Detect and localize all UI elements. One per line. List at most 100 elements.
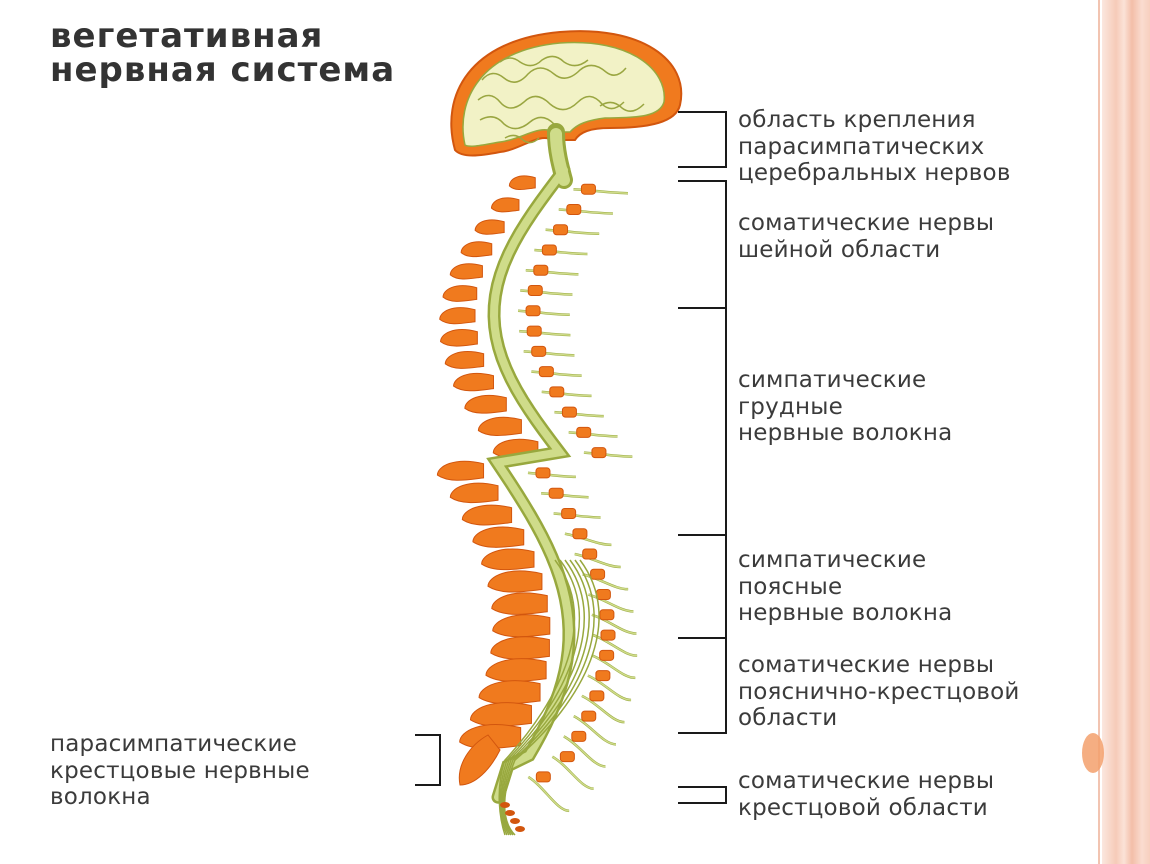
nerve-root-highlight <box>588 593 634 613</box>
ganglion <box>526 325 542 337</box>
brackets-right <box>678 111 727 804</box>
vertebra <box>464 394 507 414</box>
nerve-root-highlight <box>573 188 628 194</box>
nerve-root-highlight <box>581 695 625 723</box>
nerve-root-highlight <box>573 715 617 746</box>
ganglion <box>535 467 551 479</box>
nerve-root-highlight <box>563 735 606 768</box>
vertebra <box>490 636 550 660</box>
ganglion <box>538 366 554 378</box>
ganglion <box>580 183 596 195</box>
ganglion <box>561 507 577 519</box>
ganglion <box>541 244 557 256</box>
vertebra <box>490 197 520 213</box>
ganglion <box>599 649 615 661</box>
ganglion <box>566 203 582 215</box>
ganglion <box>531 345 547 357</box>
vertebra <box>474 219 505 235</box>
vertebrae <box>436 175 551 786</box>
vertebra <box>461 504 513 526</box>
nerve-root-highlight <box>545 228 600 235</box>
coccyx-dot <box>505 810 515 816</box>
vertebra <box>440 329 478 347</box>
bracket-right <box>678 534 727 639</box>
nerve-root-highlight <box>583 451 633 458</box>
ganglion <box>527 285 543 297</box>
ganglion <box>595 670 611 682</box>
bracket-right <box>678 307 727 536</box>
slide-frame-line <box>1098 0 1100 864</box>
vertebra <box>485 658 547 682</box>
nerve-root-highlight <box>517 310 570 316</box>
cauda-equina-strand <box>498 559 576 836</box>
vertebra <box>469 702 532 727</box>
nerve-root-highlight <box>523 350 575 357</box>
brainstem-core <box>550 128 570 186</box>
ganglion <box>589 690 605 702</box>
vertebra <box>453 372 494 392</box>
ganglion <box>525 305 541 317</box>
ganglion <box>595 589 611 601</box>
nerve-root-highlight <box>591 614 637 635</box>
label-lumbar-sympathetic: симпатические поясные нервные волокна <box>738 547 953 626</box>
title-line-1: вегетативная <box>50 16 324 56</box>
ganglion <box>535 771 551 783</box>
ganglion <box>571 730 587 742</box>
nerve-root-highlight <box>527 472 576 478</box>
bracket-right <box>678 637 727 734</box>
spine-illustration <box>436 123 638 836</box>
label-sacral-parasympathetic: парасимпатические крестцовые нервные вол… <box>50 731 310 810</box>
nerve-root-highlight <box>527 776 570 812</box>
vertebra <box>472 526 525 548</box>
coccyx-dot <box>500 802 510 808</box>
vertebra <box>442 285 478 302</box>
coccyx-dot <box>515 826 525 832</box>
cauda-equina-strand <box>501 559 590 836</box>
spinal-cord-core <box>490 166 573 802</box>
ganglion <box>561 406 577 418</box>
label-thoracic-sympathetic: симпатические грудные нервные волокна <box>738 367 953 446</box>
vertebra <box>460 241 493 258</box>
nerve-root-highlight <box>525 269 579 276</box>
vertebra <box>459 724 522 750</box>
nerve-root-highlight <box>553 512 601 519</box>
nerve-root-highlight <box>551 756 594 790</box>
nerve-root-highlight <box>568 431 618 438</box>
ganglion <box>576 426 592 438</box>
label-sacral-somatic: соматические нервы крестцовой области <box>738 768 995 821</box>
nerve-roots <box>517 183 638 813</box>
ganglion <box>553 224 569 236</box>
vertebra <box>478 680 541 705</box>
nerve-root-highlight <box>591 654 636 679</box>
brackets-left <box>415 734 441 786</box>
vertebra <box>491 592 548 615</box>
nerve-root-highlight <box>574 553 621 568</box>
bracket-left <box>415 734 441 786</box>
nerve-root-highlight <box>534 249 588 255</box>
nerve-root-highlight <box>587 674 632 701</box>
cauda-equina-strand <box>499 559 581 836</box>
nerve-root-highlight <box>541 391 592 397</box>
nerve-root-highlight <box>582 573 629 590</box>
label-cervical-somatic: соматические нервы шейной области <box>738 210 995 263</box>
nerve-root-highlight <box>554 411 604 417</box>
ganglion <box>549 386 565 398</box>
ganglion <box>582 548 598 560</box>
brain-illustration <box>450 30 683 157</box>
nerve-root-highlight <box>558 208 613 215</box>
vertebra <box>449 263 483 280</box>
cauda-equina-strand <box>500 559 585 836</box>
vertebra <box>487 570 543 593</box>
vertebra <box>477 416 522 437</box>
sacrum <box>458 734 501 786</box>
ganglion <box>600 629 616 641</box>
ganglion <box>533 264 549 276</box>
ganglion <box>599 609 615 621</box>
nerve-root-highlight <box>519 330 571 336</box>
vertebra <box>449 482 499 504</box>
ganglion <box>572 528 588 540</box>
slide-frame-right <box>1102 0 1150 864</box>
nerve-root-highlight <box>564 532 612 546</box>
vertebra <box>439 307 476 325</box>
